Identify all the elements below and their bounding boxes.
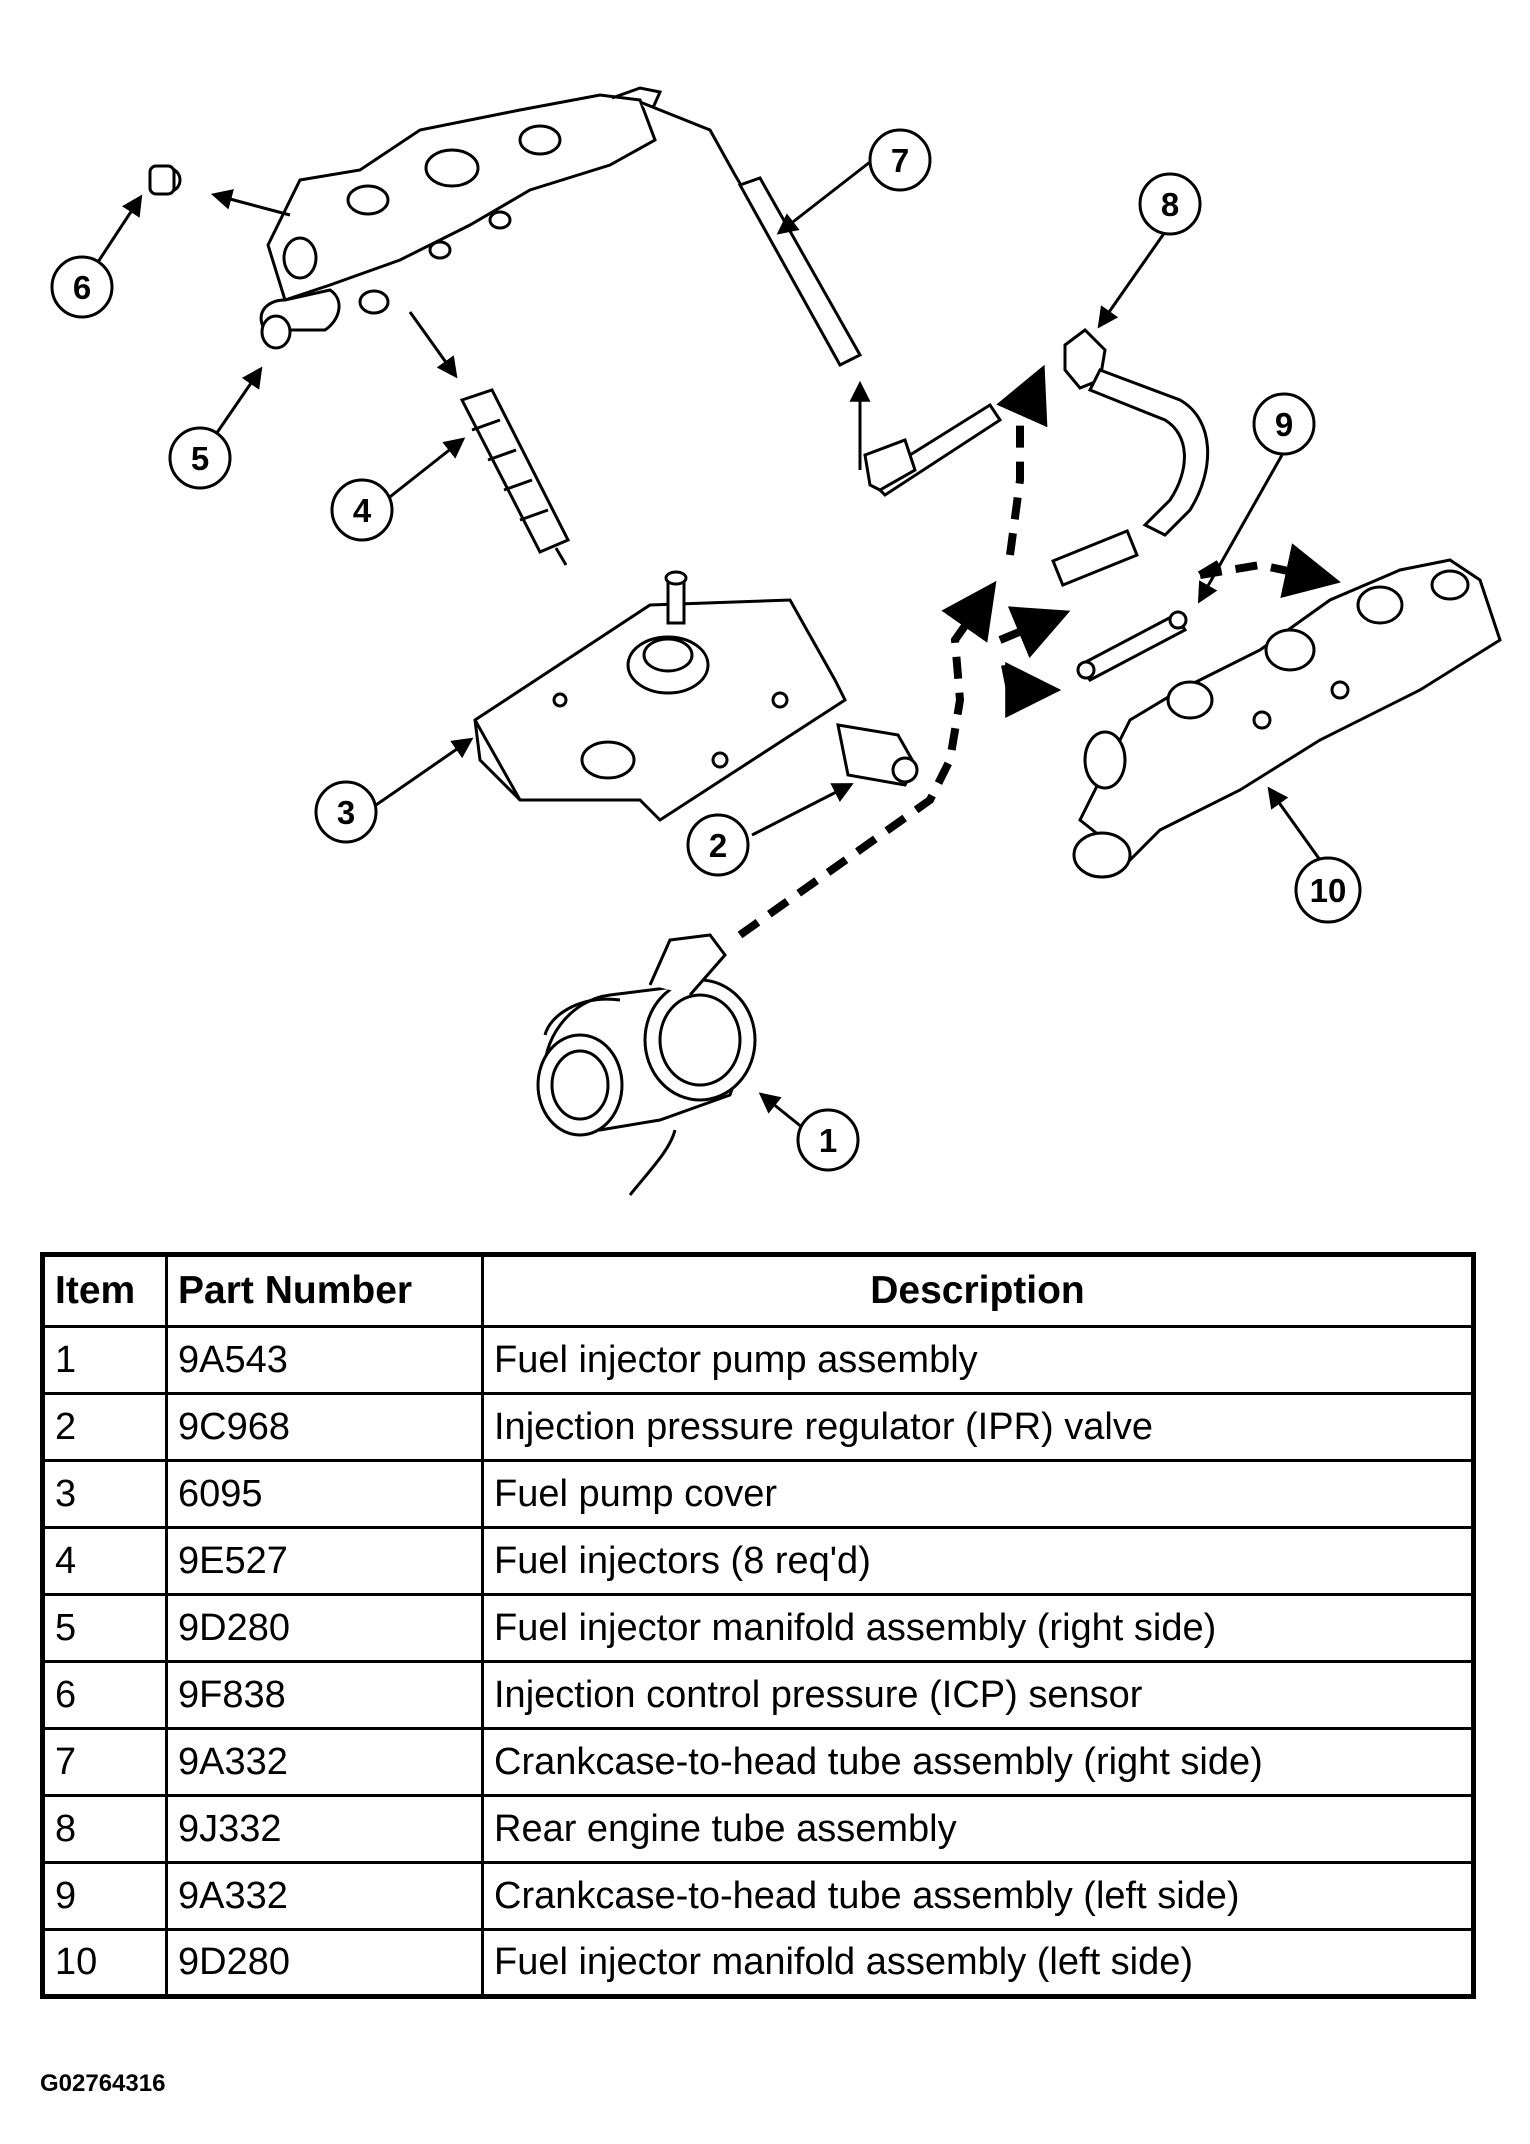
item-cell: 4 [41, 1526, 168, 1596]
left-manifold-part [1072, 558, 1502, 879]
callout-4: 4 [330, 478, 394, 542]
table-row: 3 6095 Fuel pump cover [41, 1459, 1475, 1529]
description-cell: Fuel injector manifold assembly (left si… [481, 1928, 1475, 1998]
parts-table: Item Part Number Description 1 9A543 Fue… [40, 1252, 1476, 1999]
item-cell: 5 [41, 1593, 168, 1663]
item-cell: 7 [41, 1727, 168, 1797]
callout-10: 10 [1294, 856, 1362, 924]
svg-text:1: 1 [819, 1122, 837, 1159]
part-number-cell: 9C968 [165, 1392, 484, 1462]
svg-text:10: 10 [1310, 872, 1347, 909]
table-row: 6 9F838 Injection control pressure (ICP)… [41, 1660, 1475, 1730]
item-cell: 1 [41, 1325, 168, 1395]
callout-8: 8 [1138, 172, 1202, 236]
callout-6: 6 [50, 255, 114, 319]
item-cell: 10 [41, 1928, 168, 1998]
description-cell: Fuel injector manifold assembly (right s… [481, 1593, 1475, 1663]
table-row: 2 9C968 Injection pressure regulator (IP… [41, 1392, 1475, 1462]
callout-leaders [94, 160, 1322, 1142]
description-cell: Rear engine tube assembly [481, 1794, 1475, 1864]
item-cell: 6 [41, 1660, 168, 1730]
svg-text:7: 7 [891, 142, 909, 179]
fuel-system-exploded-diagram: 1 2 3 4 5 6 7 8 9 10 [50, 86, 1502, 1196]
table-row: 10 9D280 Fuel injector manifold assembly… [41, 1928, 1475, 1998]
svg-text:8: 8 [1161, 186, 1179, 223]
part-number-cell: 9D280 [165, 1593, 484, 1663]
part-number-cell: 9D280 [165, 1928, 484, 1998]
description-cell: Fuel injector pump assembly [481, 1325, 1475, 1395]
item-cell: 8 [41, 1794, 168, 1864]
left-crankcase-tube-part [1076, 610, 1188, 682]
part-number-cell: 9J332 [165, 1794, 484, 1864]
callout-5: 5 [168, 426, 232, 490]
table-row: 4 9E527 Fuel injectors (8 req'd) [41, 1526, 1475, 1596]
part-number-cell: 9A332 [165, 1861, 484, 1931]
item-cell: 3 [41, 1459, 168, 1529]
table-row: 1 9A543 Fuel injector pump assembly [41, 1325, 1475, 1395]
svg-text:5: 5 [191, 440, 209, 477]
callout-2: 2 [686, 813, 750, 877]
part-number-cell: 9A332 [165, 1727, 484, 1797]
svg-text:9: 9 [1275, 406, 1293, 443]
flow-arrows [737, 364, 1341, 939]
description-cell: Injection pressure regulator (IPR) valve [481, 1392, 1475, 1462]
part-number-cell: 9F838 [165, 1660, 484, 1730]
description-cell: Fuel pump cover [481, 1459, 1475, 1529]
fuel-pump-cover-part [473, 570, 847, 822]
table-header-row: Item Part Number Description [41, 1253, 1475, 1328]
svg-text:6: 6 [73, 269, 91, 306]
fuel-injector-pump-part [536, 933, 757, 1196]
table-row: 7 9A332 Crankcase-to-head tube assembly … [41, 1727, 1475, 1797]
description-cell: Crankcase-to-head tube assembly (right s… [481, 1727, 1475, 1797]
right-manifold-part [148, 86, 663, 350]
rear-engine-tube-part [1051, 328, 1210, 587]
description-cell: Injection control pressure (ICP) sensor [481, 1660, 1475, 1730]
part-number-column-header: Part Number [165, 1253, 484, 1328]
part-number-cell: 9E527 [165, 1526, 484, 1596]
part-number-cell: 9A543 [165, 1325, 484, 1395]
table-row: 9 9A332 Crankcase-to-head tube assembly … [41, 1861, 1475, 1931]
figure-code: G02764316 [40, 2070, 166, 2097]
table-row: 8 9J332 Rear engine tube assembly [41, 1794, 1475, 1864]
callout-1: 1 [796, 1108, 860, 1172]
description-column-header: Description [481, 1253, 1475, 1328]
fuel-injector-part [459, 388, 571, 566]
item-cell: 9 [41, 1861, 168, 1931]
explode-arrows [210, 189, 871, 470]
item-column-header: Item [41, 1253, 168, 1328]
right-crankcase-tube-part [639, 100, 1003, 497]
description-cell: Crankcase-to-head tube assembly (left si… [481, 1861, 1475, 1931]
ipr-valve-part [836, 723, 919, 787]
svg-text:3: 3 [337, 794, 355, 831]
description-cell: Fuel injectors (8 req'd) [481, 1526, 1475, 1596]
part-number-cell: 6095 [165, 1459, 484, 1529]
svg-text:4: 4 [353, 492, 372, 529]
callout-7: 7 [868, 128, 932, 192]
item-cell: 2 [41, 1392, 168, 1462]
table-row: 5 9D280 Fuel injector manifold assembly … [41, 1593, 1475, 1663]
callout-3: 3 [314, 780, 378, 844]
callout-9: 9 [1252, 392, 1316, 456]
svg-text:2: 2 [709, 827, 727, 864]
